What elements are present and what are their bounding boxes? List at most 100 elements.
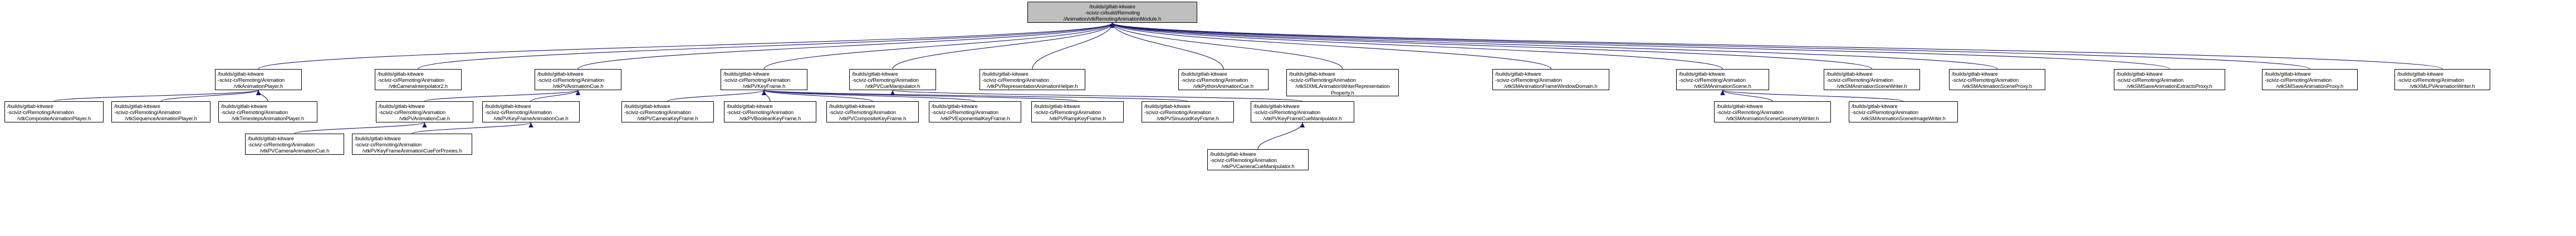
graph-node[interactable]: /builds/gitlab-kitware-sciviz-ci/Remotin… [1251,101,1354,122]
graph-node[interactable]: /builds/gitlab-kitware-sciviz-ci/Remotin… [215,69,302,90]
graph-node-line: /builds/gitlab-kitware [1289,71,1335,77]
graph-edge [160,90,259,102]
graph-node-line: -sciviz-ci/Remoting/Animation [1679,77,1746,83]
graph-node[interactable]: /builds/gitlab-kitware-sciviz-ci/Remotin… [621,101,714,122]
graph-node-line: /builds/gitlab-kitware [248,135,294,141]
graph-edge [258,22,1113,70]
graph-edge [1111,22,2170,70]
graph-node[interactable]: /builds/gitlab-kitware-sciviz-ci/Remotin… [1031,101,1124,122]
graph-edge-arrowhead [1110,23,1115,28]
graph-edge [1111,22,2310,70]
graph-node[interactable]: /builds/gitlab-kitware-sciviz-ci/Remotin… [352,134,472,155]
graph-node[interactable]: /builds/gitlab-kitware-sciviz-ci/Remotin… [2394,69,2490,90]
graph-edge-arrowhead [1110,23,1115,28]
graph-node[interactable]: /builds/gitlab-kitware-sciviz-ci/Remotin… [1676,69,1769,90]
graph-node[interactable]: /builds/gitlab-kitware-sciviz-ci/Remotin… [826,101,919,122]
graph-node-line: /builds/gitlab-kitware [355,135,401,141]
graph-node[interactable]: /builds/gitlab-kitware-sciviz-ci/Remotin… [1824,69,1920,90]
graph-node-line: /vtkSMAnimationSceneGeometryWriter.h [1726,115,1819,122]
graph-node-line: Property.h [1331,89,1354,96]
graph-edge [1722,90,1904,102]
graph-node-line: /builds/gitlab-kitware [1852,103,1898,109]
graph-node-line: /Animation/vtkRemotingAnimationModule.h [1063,16,1162,22]
graph-node-line: -sciviz-ci/Remoting/Animation [114,109,182,116]
graph-edge-arrowhead [761,90,767,95]
graph-node-line: -sciviz-ci/Remoting/Animation [1289,77,1356,83]
graph-node-line: -sciviz-ci/Remoting/Animation [2117,77,2184,83]
graph-edge [763,90,873,102]
graph-node-line: /builds/gitlab-kitware [379,103,425,109]
graph-node[interactable]: /builds/gitlab-kitware-sciviz-ci/Remotin… [1492,69,1609,90]
graph-node-line: /vtkSMAnimationScene.h [1694,83,1751,90]
graph-node[interactable]: /builds/gitlab-kitware-sciviz-ci/Remotin… [929,101,1021,122]
graph-node-line: -sciviz-ci/Remoting/Animation [1717,109,1784,116]
graph-node[interactable]: /builds/gitlab-kitware-sciviz-ci/Remotin… [1714,101,1831,122]
graph-edge [412,122,532,134]
graph-node-line: -sciviz-ci/Remoting/Animation [1495,77,1563,83]
graph-edge-arrowhead [422,122,427,127]
graph-node-line: /vtkSMAnimationSceneProxy.h [1962,83,2033,90]
graph-node[interactable]: /builds/gitlab-kitware-sciviz-ci/Remotin… [1178,69,1269,90]
graph-edge-arrowhead [1110,23,1115,28]
graph-node-line: /builds/gitlab-kitware [221,103,267,109]
graph-node[interactable]: /builds/gitlab-kitware-sciviz-ci/Remotin… [375,69,462,90]
graph-node-line: -sciviz-ci/Remoting/Animation [624,109,692,116]
graph-node-line: /vtkPVKeyFrameAnimationCue.h [493,115,569,122]
graph-node-line: /vtkSMAnimationFrameWindowDomain.h [1504,83,1598,90]
graph-node[interactable]: /builds/gitlab-kitware-sciviz-ci/Remotin… [245,134,344,155]
graph-node-line: -sciviz-ci/Remoting/Animation [378,77,445,83]
graph-node[interactable]: /builds/gitlab-kitware-sciviz-ci/Remotin… [1207,149,1309,170]
graph-node[interactable]: /builds/gitlab-kitware-sciviz-ci/Remotin… [482,101,580,122]
graph-node-line: /builds/gitlab-kitware [852,71,898,77]
graph-node-line: -sciviz-ci/Remoting/Animation [932,109,999,116]
graph-edge-arrowhead [1110,23,1115,28]
graph-node[interactable]: /builds/gitlab-kitware-sciviz-ci/Remotin… [2262,69,2358,90]
graph-edge-arrowhead [890,90,895,95]
graph-node-line: /builds/gitlab-kitware [1089,3,1135,9]
graph-node-line: /builds/gitlab-kitware [114,103,160,109]
graph-node-line: /vtkPVCompositeKeyFrame.h [839,115,907,122]
graph-node-line: /vtkPVAnimationCue.h [552,83,604,90]
graph-edge [763,90,976,102]
graph-node[interactable]: /builds/gitlab-kitware-sciviz-ci/Remotin… [1849,101,1958,122]
graph-node[interactable]: /builds/gitlab-kitware-sciviz-ci/Remotin… [724,101,816,122]
graph-node[interactable]: /builds/gitlab-kitware-sciviz-ci/Remotin… [218,101,317,122]
graph-edge [1111,22,1343,70]
graph-node[interactable]: /builds/gitlab-kitware-sciviz-ci/Remotin… [721,69,807,90]
graph-node[interactable]: /builds/gitlab-kitware-sciviz-ci/Remotin… [1142,101,1234,122]
graph-node[interactable]: /builds/gitlab-kitware-sciviz-ci/Remotin… [980,69,1085,90]
graph-node-line: /vtkPVExponentialKeyFrame.h [940,115,1010,122]
graph-edge [892,22,1113,70]
graph-node-line: /vtkPVKeyFrameAnimationCueForProxies.h [362,148,462,154]
graph-node-line: /builds/gitlab-kitware [1495,71,1541,77]
graph-node-line: -sciviz-ci/Remoting/Animation [829,109,897,116]
graph-node-line: /builds/gitlab-kitware [7,103,53,109]
graph-node[interactable]: /builds/gitlab-kitware-sciviz-ci/Remotin… [376,101,473,122]
graph-edge [1111,22,1723,70]
graph-edge-arrowhead [761,90,767,95]
graph-edge [1257,122,1303,150]
graph-node-line: /builds/gitlab-kitware [982,71,1029,77]
graph-edge-arrowhead [256,90,261,95]
graph-node-line: -sciviz-ci/Remoting/Animation [1144,109,1212,116]
graph-node[interactable]: /builds/gitlab-kitware-sciviz-ci/Remotin… [2114,69,2225,90]
graph-node-line: /vtkSIXMLAnimationWriterRepresentation [1295,83,1390,90]
graph-edge [258,90,268,102]
graph-node[interactable]: /builds/gitlab-kitware-sciviz-ci/Remotin… [4,101,104,122]
graph-node-line: -sciviz-ci/Remoting/Animation [1034,109,1101,116]
graph-node-line: /vtkXMLPVAnimationWriter.h [2410,83,2475,90]
graph-node[interactable]: /builds/gitlab-kitware-sciviz-ci/Remotin… [111,101,210,122]
graph-node-line: -sciviz-ci/Remoting/Animation [982,77,1050,83]
graph-node[interactable]: /builds/gitlab-kitware-sciviz-ci/Remotin… [849,69,936,90]
graph-node-line: -sciviz-ci/Remoting/Animation [852,77,919,83]
graph-node[interactable]: /builds/gitlab-kitware-sciviz-ci/Remotin… [1949,69,2045,90]
graph-node-line: /vtkPVAnimationCue.h [399,115,450,122]
graph-node[interactable]: /builds/gitlab-kitware-sciviz-ci/Remotin… [535,69,621,90]
graph-node[interactable]: /builds/gitlab-kitware-sciviz-ci/Remotin… [1286,69,1399,96]
graph-edge [1111,22,1551,70]
graph-edge [763,22,1113,70]
graph-node-root[interactable]: /builds/gitlab-kitware-sciviz-ci/build/R… [1027,2,1197,23]
graph-node-line: /builds/gitlab-kitware [2117,71,2163,77]
graph-node-line: /vtkAnimationPlayer.h [233,83,283,90]
